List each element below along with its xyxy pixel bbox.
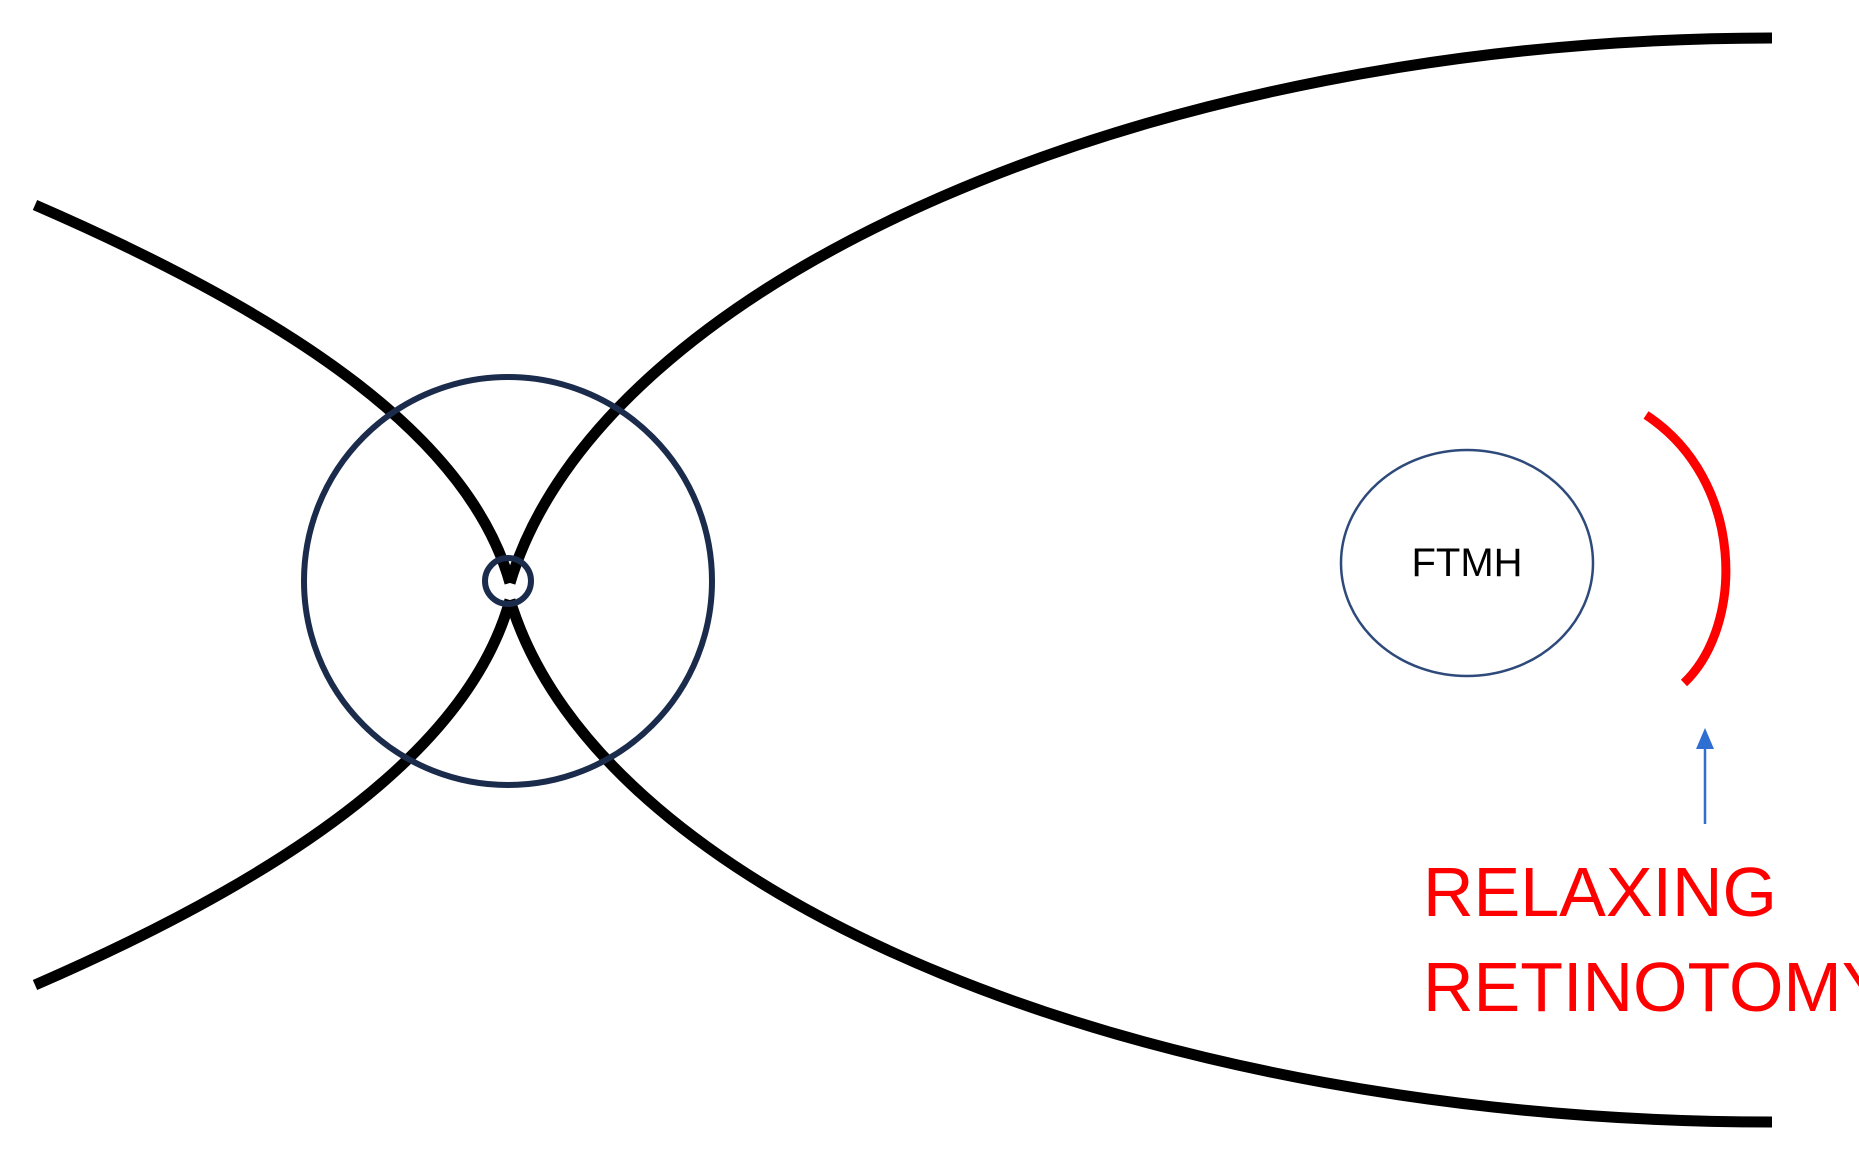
right-upper-arcade — [504, 32, 1773, 585]
retinotomy-arc — [1643, 411, 1731, 687]
vessel-arcades — [32, 32, 1773, 1128]
optic-disc-circle — [301, 374, 715, 788]
relaxing-label: RELAXING — [1423, 853, 1777, 931]
right-lower-arcade — [504, 598, 1773, 1128]
left-lower-arcade — [32, 598, 516, 991]
arrow-up-icon — [1696, 728, 1714, 824]
arrow-head — [1696, 728, 1714, 749]
ftmh-ellipse — [1339, 448, 1595, 678]
left-upper-arcade — [32, 199, 516, 585]
optic-disc-center-circle — [482, 555, 534, 607]
ftmh-label: FTMH — [1411, 541, 1522, 585]
retinotomy-label: RETINOTOMY — [1423, 948, 1859, 1026]
